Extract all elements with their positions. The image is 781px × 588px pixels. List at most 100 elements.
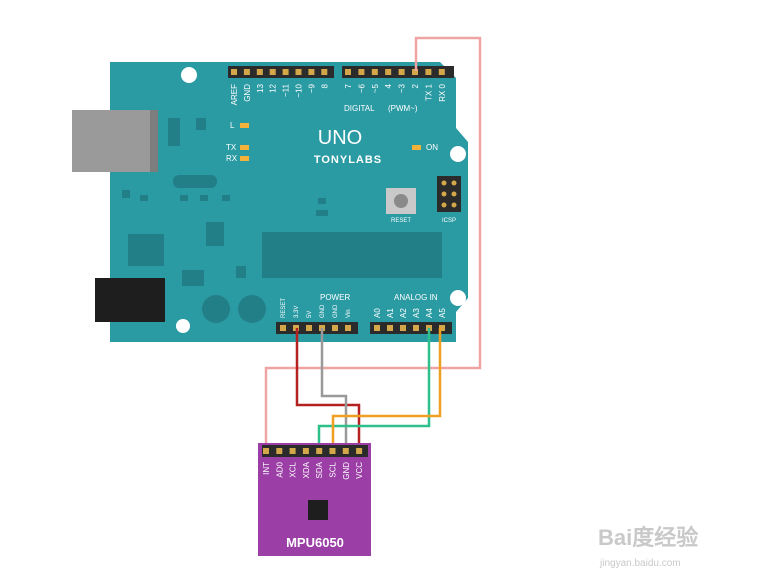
digital-pin — [282, 69, 289, 75]
power-pin-label: RESET — [281, 298, 287, 318]
board-name: UNO — [318, 127, 362, 149]
analog-pin — [413, 325, 419, 331]
digital-pin-label: 8 — [320, 83, 329, 88]
analog-pin-label: A0 — [373, 308, 382, 318]
analog-pin — [374, 325, 380, 331]
analog-pin — [387, 325, 393, 331]
sensor-pin-label: XCL — [289, 461, 298, 477]
sensor-pin — [289, 448, 296, 454]
digital-pin-label: RX 0 — [438, 83, 447, 101]
power-pin — [332, 325, 338, 331]
analog-pin-label: A1 — [386, 308, 395, 318]
sensor-pin — [276, 448, 283, 454]
watermark-url: jingyan.baidu.com — [599, 558, 681, 569]
watermark-logo: Bai度经验 — [598, 525, 698, 550]
digital-pin — [438, 69, 445, 75]
sensor-header — [262, 445, 368, 457]
analog-pin-label: A5 — [438, 308, 447, 318]
digital-pin-label: AREF — [230, 84, 239, 105]
sensor-pin-label: INT — [262, 462, 271, 475]
digital-pin — [398, 69, 405, 75]
sensor-pin-label: GND — [342, 462, 351, 480]
digital-pin-label: 4 — [384, 83, 393, 88]
mount-hole — [450, 146, 466, 162]
analog-pin-label: A4 — [425, 308, 434, 318]
digital-pin — [371, 69, 378, 75]
mount-hole — [450, 290, 466, 306]
digital-pin — [256, 69, 263, 75]
digital-pin-label: ~9 — [307, 83, 316, 93]
power-pin-label: GND — [320, 304, 326, 318]
power-pin — [280, 325, 286, 331]
board-brand: TONYLABS — [314, 154, 382, 166]
microcontroller-chip — [262, 232, 442, 278]
sensor-pin — [302, 448, 309, 454]
sensor-pin — [356, 448, 363, 454]
digital-pin-label: TX 1 — [424, 83, 433, 100]
power-label: POWER — [320, 293, 350, 302]
led-rx-label: RX — [226, 154, 238, 163]
digital-pin — [243, 69, 250, 75]
sensor-pin — [342, 448, 349, 454]
digital-pin — [231, 69, 237, 75]
wire-vcc — [295, 328, 361, 450]
analog-header — [370, 322, 452, 334]
usb-connector — [72, 110, 158, 172]
wire-int — [264, 36, 482, 450]
baidu-watermark: Bai度经验 jingyan.baidu.com — [598, 525, 698, 569]
sensor-pin — [316, 448, 323, 454]
led-on — [412, 145, 421, 150]
led-on-label: ON — [426, 143, 438, 152]
digital-pin — [425, 69, 432, 75]
power-pin — [345, 325, 351, 331]
digital-pin-label: 13 — [256, 83, 265, 92]
analog-label: ANALOG IN — [394, 293, 438, 302]
led-tx — [240, 145, 249, 150]
digital-pin-label: ~6 — [357, 83, 366, 93]
pwm-label: (PWM~) — [388, 104, 418, 113]
power-pin-label: 3.3V — [294, 306, 300, 318]
sensor-name: MPU6050 — [286, 535, 344, 550]
power-jack — [95, 278, 165, 322]
sensor-pin-label: VCC — [355, 462, 364, 479]
led-l — [240, 123, 249, 128]
digital-pin-label: 7 — [344, 83, 353, 88]
digital-pin-label: 2 — [411, 83, 420, 88]
power-header — [276, 322, 358, 334]
digital-pin — [308, 69, 315, 75]
analog-pin — [439, 325, 445, 331]
power-pin-label: Vin — [346, 309, 352, 318]
digital-pin-label: GND — [243, 84, 252, 102]
wire-sda — [317, 328, 431, 450]
digital-pin — [345, 69, 351, 75]
digital-pin — [295, 69, 302, 75]
sensor-pin-label: AD0 — [275, 461, 284, 477]
power-pin-label: GND — [333, 304, 339, 318]
power-pin — [306, 325, 312, 331]
led-l-label: L — [230, 121, 235, 130]
wire-scl — [331, 328, 442, 450]
digital-label: DIGITAL — [344, 104, 375, 113]
sensor-chip — [308, 500, 328, 520]
sensor-pin — [263, 448, 269, 454]
digital-pin-label: ~5 — [371, 83, 380, 93]
digital-pin — [269, 69, 276, 75]
analog-pin — [400, 325, 406, 331]
led-tx-label: TX — [226, 143, 237, 152]
mount-hole — [181, 67, 197, 83]
analog-pin-label: A2 — [399, 308, 408, 318]
sensor-pin — [329, 448, 336, 454]
icsp-label: ICSP — [442, 218, 456, 224]
sensor-pin-label: XDA — [302, 461, 311, 478]
digital-pin-label: 12 — [269, 83, 278, 92]
digital-pin-label: ~10 — [295, 83, 304, 97]
digital-pin — [412, 69, 418, 75]
digital-pin — [358, 69, 365, 75]
digital-pin — [321, 69, 328, 75]
wires — [264, 36, 482, 450]
sensor-pin-label: SDA — [315, 461, 324, 478]
